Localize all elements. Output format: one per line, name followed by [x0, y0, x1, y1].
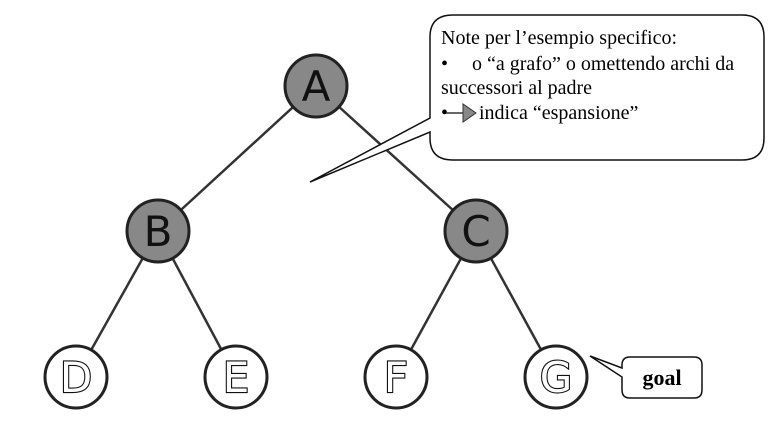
- node-label-C: C: [461, 207, 490, 256]
- note-bullet-1-line-1: o “a grafo” o omettendo archi da: [472, 53, 734, 75]
- note-bullet-1-marker: •: [441, 53, 448, 75]
- goal-label: goal: [642, 365, 681, 390]
- node-label-D: D: [60, 353, 92, 402]
- note-bullet-1-line-2: successori al padre: [441, 77, 592, 99]
- note-callout-bubble: [309, 14, 765, 183]
- node-label-E: E: [223, 353, 250, 402]
- note-title: Note per l’esempio specifico:: [441, 27, 677, 49]
- node-label-B: B: [144, 207, 173, 256]
- edge-A-B: [157, 85, 317, 232]
- goal-callout: goal: [589, 355, 703, 399]
- node-E: E: [203, 344, 269, 410]
- node-label-F: F: [384, 353, 408, 402]
- note-callout: Note per l’esempio specifico: • o “a gra…: [309, 14, 765, 183]
- note-bullet-2-text: indica “espansione”: [479, 102, 638, 124]
- node-F: F: [363, 344, 429, 410]
- node-A: A: [283, 53, 349, 119]
- node-D: D: [43, 344, 109, 410]
- node-C: C: [443, 198, 509, 264]
- node-label-A: A: [302, 62, 331, 111]
- node-G: G: [523, 344, 589, 410]
- node-B: B: [125, 198, 191, 264]
- goal-callout-bubble: [589, 355, 703, 399]
- note-bullet-2-marker: •: [441, 102, 448, 124]
- node-label-G: G: [540, 353, 573, 402]
- edge-A-C: [315, 85, 477, 232]
- expansion-arrow-icon: [446, 103, 477, 123]
